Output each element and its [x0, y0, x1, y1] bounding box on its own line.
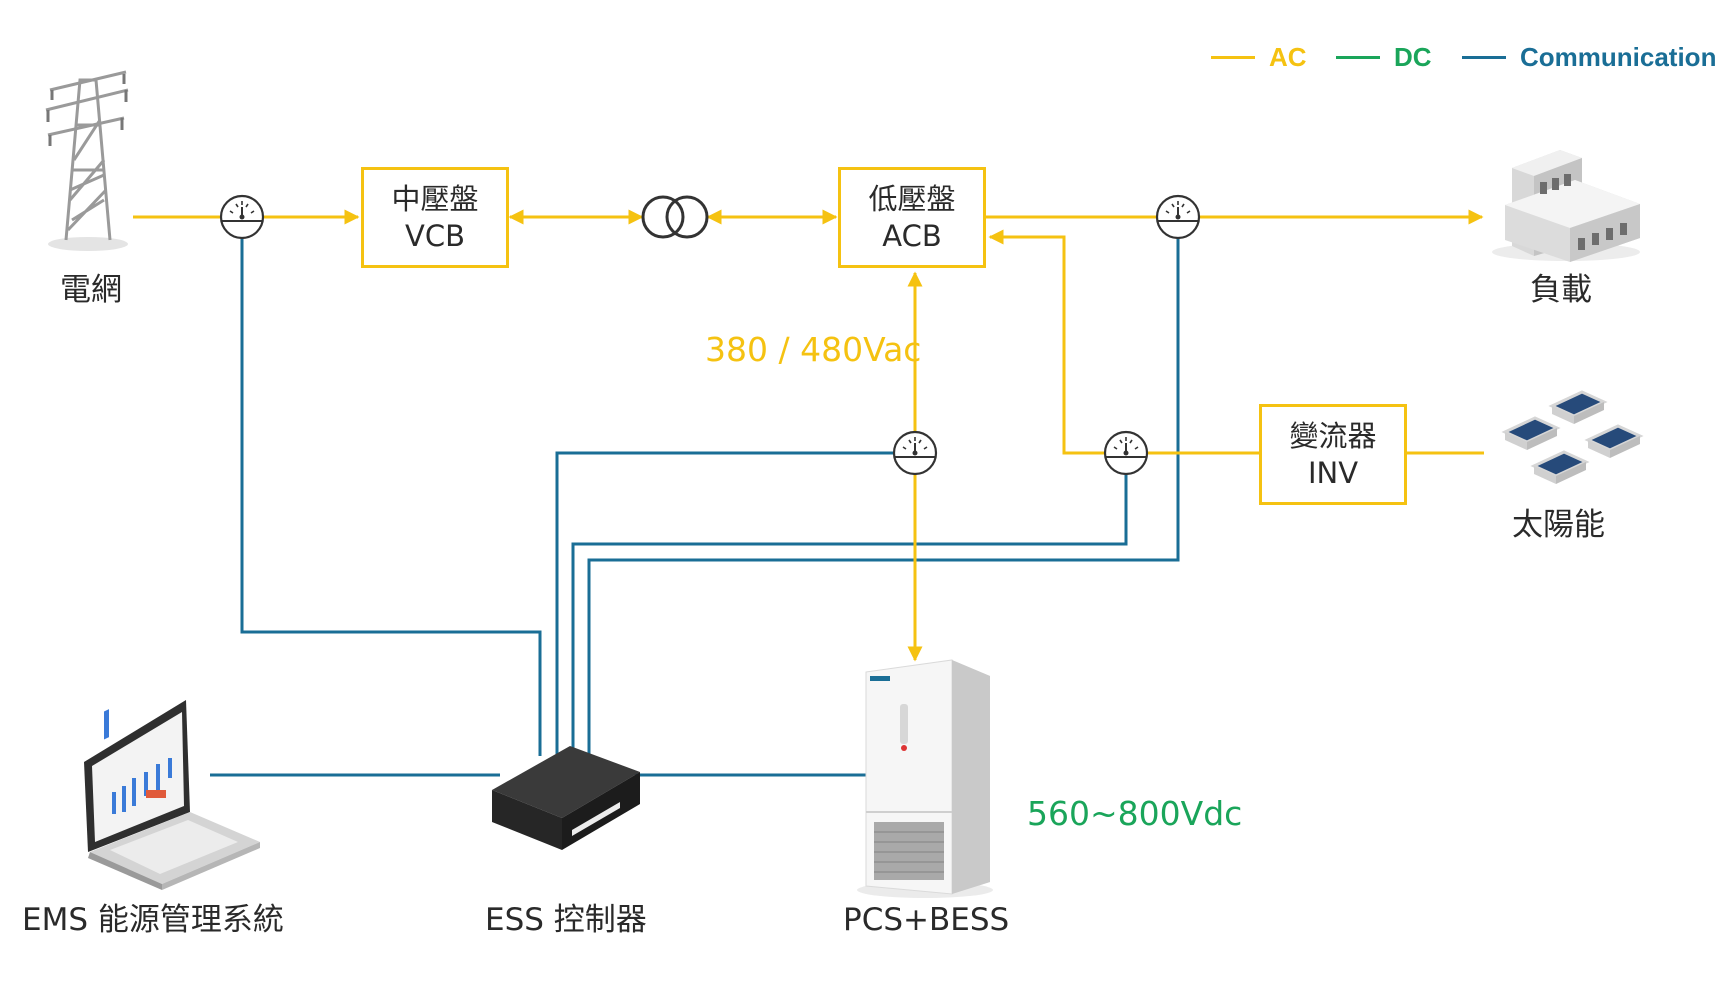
- meter-icon: [892, 430, 938, 476]
- legend-ac: AC: [1211, 42, 1307, 72]
- mv-switchgear-code: VCB: [405, 218, 465, 253]
- ac-voltage-label: 380 / 480Vac: [705, 330, 922, 369]
- legend-swatch-ac: [1211, 55, 1255, 59]
- communication-lines: [210, 236, 1180, 777]
- dc-voltage-label: 560~800Vdc: [1027, 794, 1243, 833]
- load-label: 負載: [1530, 272, 1592, 308]
- mv-switchgear-box: 中壓盤 VCB: [361, 167, 509, 268]
- solar-panels-icon: [1501, 390, 1644, 484]
- lv-switchgear-code: ACB: [882, 218, 942, 253]
- factory-building-icon: [1492, 150, 1640, 262]
- meter-icon: [1103, 430, 1149, 476]
- inverter-box: 變流器 INV: [1259, 404, 1407, 505]
- ess-label: ESS 控制器: [485, 902, 647, 938]
- lv-switchgear-box: 低壓盤 ACB: [838, 167, 986, 268]
- meter-icon: [219, 194, 265, 240]
- legend-communication: Communication: [1462, 42, 1716, 72]
- transformer-icon: [641, 195, 709, 239]
- lv-switchgear-name: 低壓盤: [868, 182, 956, 217]
- legend-swatch-dc: [1336, 55, 1380, 59]
- laptop-icon: [84, 700, 260, 890]
- legend-label-dc: DC: [1394, 41, 1432, 72]
- inverter-code: INV: [1307, 455, 1359, 490]
- solar-label: 太陽能: [1512, 507, 1605, 543]
- inverter-name: 變流器: [1289, 419, 1377, 454]
- legend-dc: DC: [1336, 42, 1432, 72]
- transmission-tower-icon: [45, 70, 129, 251]
- ems-label: EMS 能源管理系統: [22, 902, 284, 938]
- mv-switchgear-name: 中壓盤: [391, 182, 479, 217]
- pcs-bess-label: PCS+BESS: [843, 902, 1010, 938]
- legend-swatch-communication: [1462, 55, 1506, 59]
- ac-lines: [133, 209, 1484, 662]
- grid-label: 電網: [60, 272, 122, 308]
- controller-box-icon: [492, 746, 640, 850]
- legend-label-communication: Communication: [1520, 41, 1717, 72]
- battery-cabinet-icon: [857, 659, 993, 898]
- meter-icon: [1155, 194, 1201, 240]
- legend-label-ac: AC: [1269, 41, 1307, 72]
